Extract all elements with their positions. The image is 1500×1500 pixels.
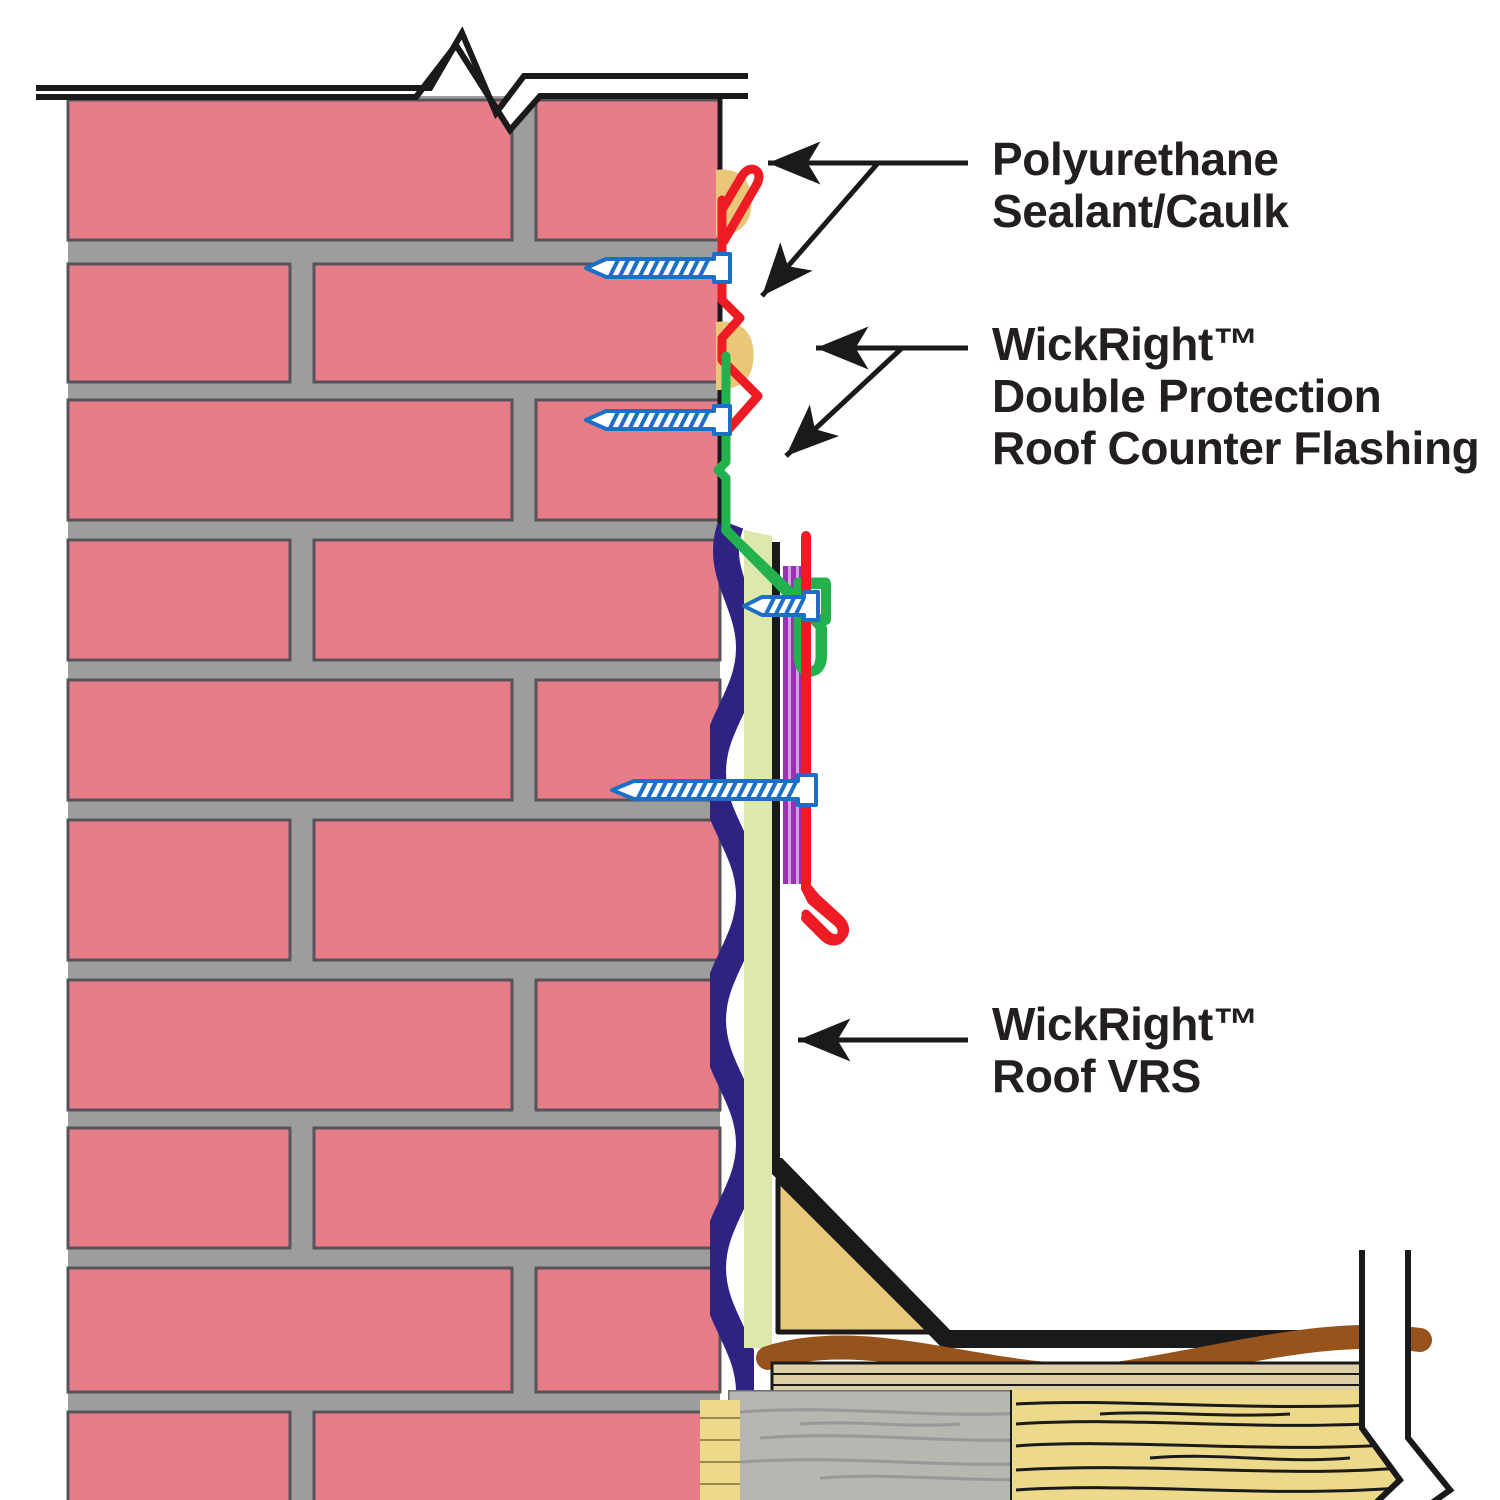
callout-wickright-roof-vrs: WickRight™ Roof VRS xyxy=(992,998,1259,1102)
cant-strip xyxy=(775,1177,933,1335)
callout-polyurethane-line1: Polyurethane xyxy=(992,133,1279,185)
callout-polyurethane-sealant: Polyurethane Sealant/Caulk xyxy=(992,133,1290,237)
callout-leaders xyxy=(760,141,968,1062)
brick-course-8 xyxy=(66,1126,722,1250)
callout-roofvrs-line2: Roof VRS xyxy=(992,1050,1201,1102)
fastener-4 xyxy=(610,773,818,807)
break-line-right xyxy=(1359,1250,1455,1500)
fastener-2 xyxy=(584,404,732,436)
break-line-top xyxy=(36,26,748,135)
brick-unit xyxy=(66,1126,292,1250)
brick-unit xyxy=(312,818,722,962)
callout-polyurethane-line2: Sealant/Caulk xyxy=(992,185,1289,237)
brick-unit xyxy=(534,98,722,242)
brick-unit xyxy=(66,1266,514,1394)
rigid-insulation-layer xyxy=(744,530,772,1348)
brick-unit xyxy=(66,678,514,802)
brick-unit xyxy=(534,1266,722,1394)
brick-unit xyxy=(66,818,292,962)
leader-arrow-counterflashing-diagonal xyxy=(784,346,904,458)
callout-wickright-counter-flashing: WickRight™ Double Protection Roof Counte… xyxy=(992,318,1480,474)
brick-unit xyxy=(312,1126,722,1250)
brick-unit xyxy=(66,98,514,242)
brick-course-7 xyxy=(66,978,722,1112)
callout-counterflashing-line3: Roof Counter Flashing xyxy=(992,422,1479,474)
air-barrier-wavy-layer xyxy=(710,524,754,1500)
brick-course-1 xyxy=(66,98,722,242)
wood-deck xyxy=(1010,1390,1400,1500)
brick-unit xyxy=(66,978,514,1112)
brick-unit xyxy=(66,538,292,662)
counter-flashing-red-upper xyxy=(716,164,764,435)
callout-roofvrs-line1: WickRight™ xyxy=(992,998,1258,1050)
leader-arrow-polyurethane-diagonal xyxy=(760,161,880,298)
brick-course-5 xyxy=(66,678,722,802)
roof-insulation-boards xyxy=(770,1361,1402,1397)
brick-course-9 xyxy=(66,1266,722,1394)
brick-unit xyxy=(66,262,292,384)
fastener-3 xyxy=(742,590,820,622)
callout-counterflashing-line1: WickRight™ xyxy=(992,318,1258,370)
brick-unit xyxy=(534,978,722,1112)
brick-unit xyxy=(66,1410,292,1500)
roofing-membrane-upturn xyxy=(772,542,1400,1348)
brick-course-10 xyxy=(66,1410,722,1500)
fastener-1 xyxy=(584,252,732,284)
callout-counterflashing-line2: Double Protection xyxy=(992,370,1381,422)
wall-base-wood-sliver xyxy=(700,1400,740,1500)
brick-wall xyxy=(66,96,722,1500)
brick-unit xyxy=(66,398,514,522)
brick-course-2 xyxy=(66,262,722,384)
brick-unit xyxy=(312,1410,722,1500)
brick-unit xyxy=(312,262,722,384)
brick-unit xyxy=(312,538,722,662)
brick-course-6 xyxy=(66,818,722,962)
brick-course-4 xyxy=(66,538,722,662)
